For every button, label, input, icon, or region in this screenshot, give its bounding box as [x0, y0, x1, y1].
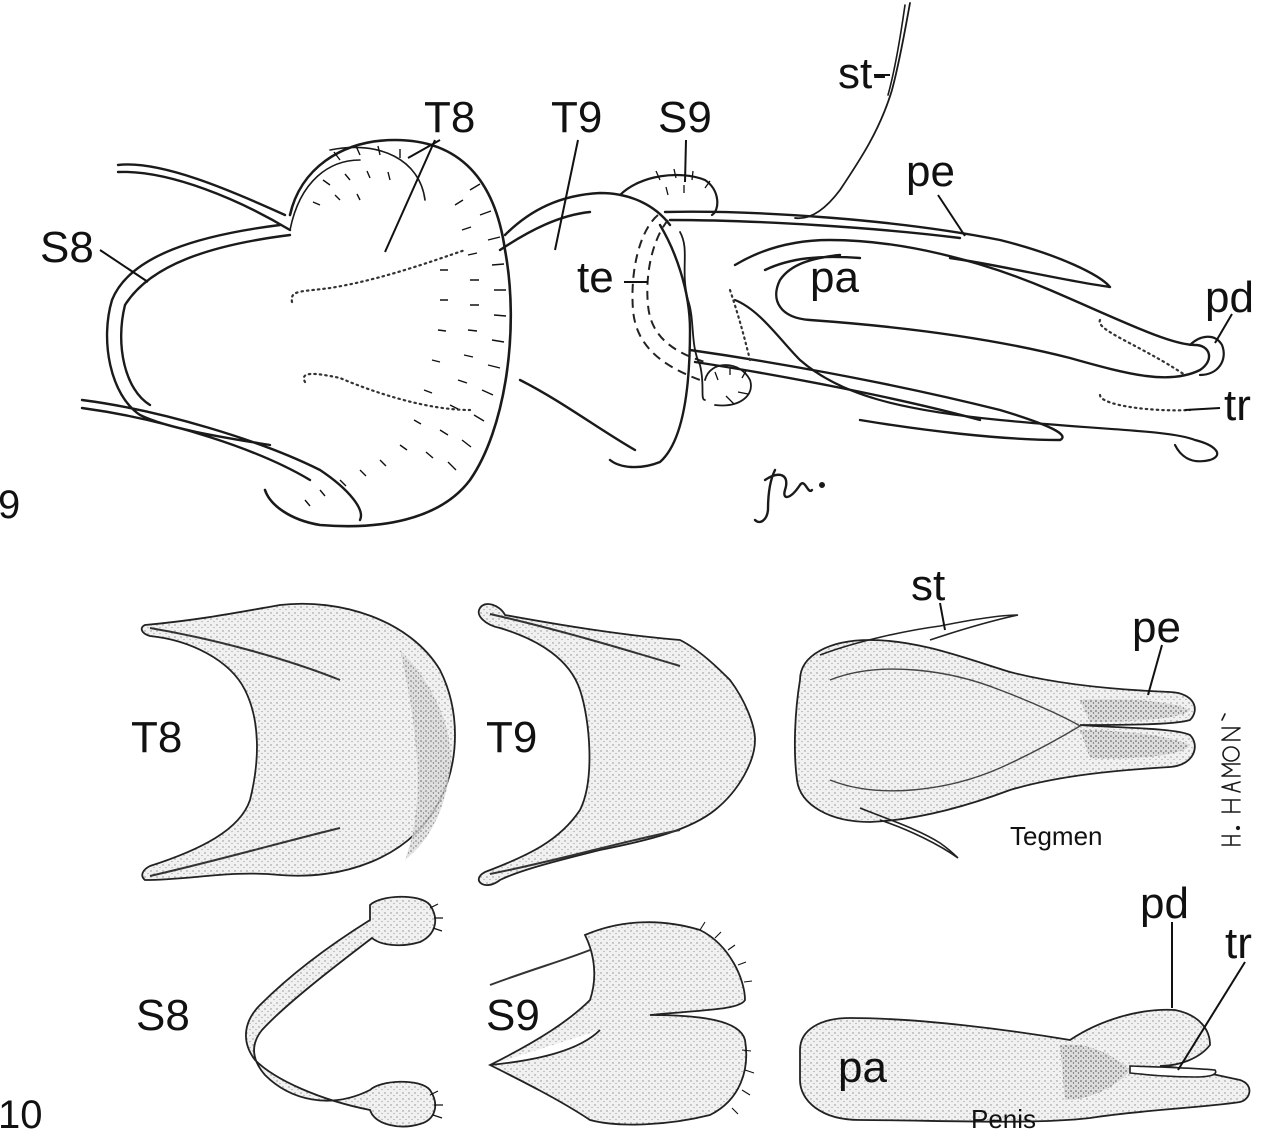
st-thread-inner	[887, 4, 906, 96]
t9-sclerite	[477, 603, 756, 886]
t9-rib-lower	[489, 829, 681, 875]
pd-lobe	[1188, 335, 1225, 377]
fig9-label-pd: pd	[1205, 273, 1254, 322]
s9-upper-rib	[489, 949, 591, 986]
penis-base-dark	[1060, 1044, 1130, 1100]
fig9-leader-lines	[99, 74, 1233, 411]
t8-rib-upper	[149, 627, 341, 681]
fig9-label-s8: S8	[40, 223, 94, 272]
lower-lobe	[704, 364, 752, 407]
fig10-label-s8: S8	[136, 991, 190, 1040]
fig10-label-st: st	[911, 561, 945, 610]
tr-leader-10	[1177, 961, 1246, 1071]
t8-outline	[263, 138, 513, 528]
tegmen-stylus-upper	[819, 614, 1019, 656]
inner-dotted-lower	[1098, 393, 1192, 412]
penis-tr-rod	[1129, 1065, 1217, 1078]
fig10-label-tr: tr	[1225, 919, 1252, 968]
artist-initials-signature	[753, 468, 826, 524]
lower-lobe-setae	[714, 367, 749, 405]
st-thread	[794, 2, 911, 220]
t8-dark-margin	[400, 650, 451, 860]
t8-setae	[304, 145, 507, 507]
fig10-label-t9: T9	[486, 713, 537, 762]
paramere-lower	[688, 348, 1064, 442]
fig10-label-pa: pa	[838, 1043, 887, 1092]
artist-name-signature	[1221, 713, 1241, 846]
fig9-label-s9: S9	[658, 93, 712, 142]
tegmen-stylus-lower	[859, 807, 959, 859]
inner-dotted-upper	[1098, 318, 1187, 377]
fig10-label-s9: S9	[486, 991, 540, 1040]
fig9-label-pa: pa	[810, 253, 859, 302]
fig9-label-t8: T8	[424, 93, 475, 142]
penis-lower	[733, 298, 1219, 463]
fig10-caption-tegmen: Tegmen	[1010, 821, 1103, 851]
tegmen-dashed	[631, 214, 706, 381]
figure-10: T8 T9 S8 S9 st pe Tegmen	[0, 561, 1252, 1137]
s8-setae	[429, 903, 443, 1119]
s9-setae	[699, 921, 755, 1115]
s8-outline	[80, 163, 363, 522]
pa-outline	[733, 238, 1211, 379]
s9-outline	[618, 173, 719, 217]
fig9-label-pe: pe	[906, 147, 955, 196]
fig9-number: 9	[0, 483, 20, 527]
fig10-label-t8: T8	[131, 713, 182, 762]
t8-inner	[289, 146, 426, 231]
t8-sclerite	[140, 602, 456, 881]
t9-outline	[498, 191, 692, 469]
tegmen-edge	[679, 231, 706, 401]
fig10-number: 10	[0, 1093, 43, 1137]
tegmen-dark-tips	[1080, 699, 1190, 759]
figure-9: T8 T9 S9 S8 te st- pe pa pd tr 9	[0, 2, 1254, 528]
fig9-label-te: te	[577, 253, 614, 302]
s8-sclerite	[245, 895, 437, 1128]
paramere-upper	[663, 210, 1112, 289]
fig10-label-pe: pe	[1132, 603, 1181, 652]
fig10-label-pd: pd	[1140, 879, 1189, 928]
t8-apodeme-upper	[290, 248, 467, 304]
fig9-label-tr: tr	[1224, 381, 1251, 430]
t8-apodeme-lower	[302, 372, 472, 412]
tegmen-body	[793, 639, 1196, 823]
fig10-caption-penis: Penis	[971, 1104, 1036, 1134]
pe-leader-10	[1147, 644, 1163, 696]
s9-setae	[655, 168, 711, 196]
fig9-label-t9: T9	[551, 93, 602, 142]
fig9-label-st: st-	[838, 49, 887, 98]
inner-dotted-mid	[728, 288, 752, 362]
tegmen-inner	[829, 668, 1082, 792]
st-leader-10	[939, 602, 946, 631]
t8-rib-lower	[149, 827, 341, 877]
s9-sclerite	[487, 921, 748, 1126]
t9-rib-upper	[489, 613, 681, 667]
